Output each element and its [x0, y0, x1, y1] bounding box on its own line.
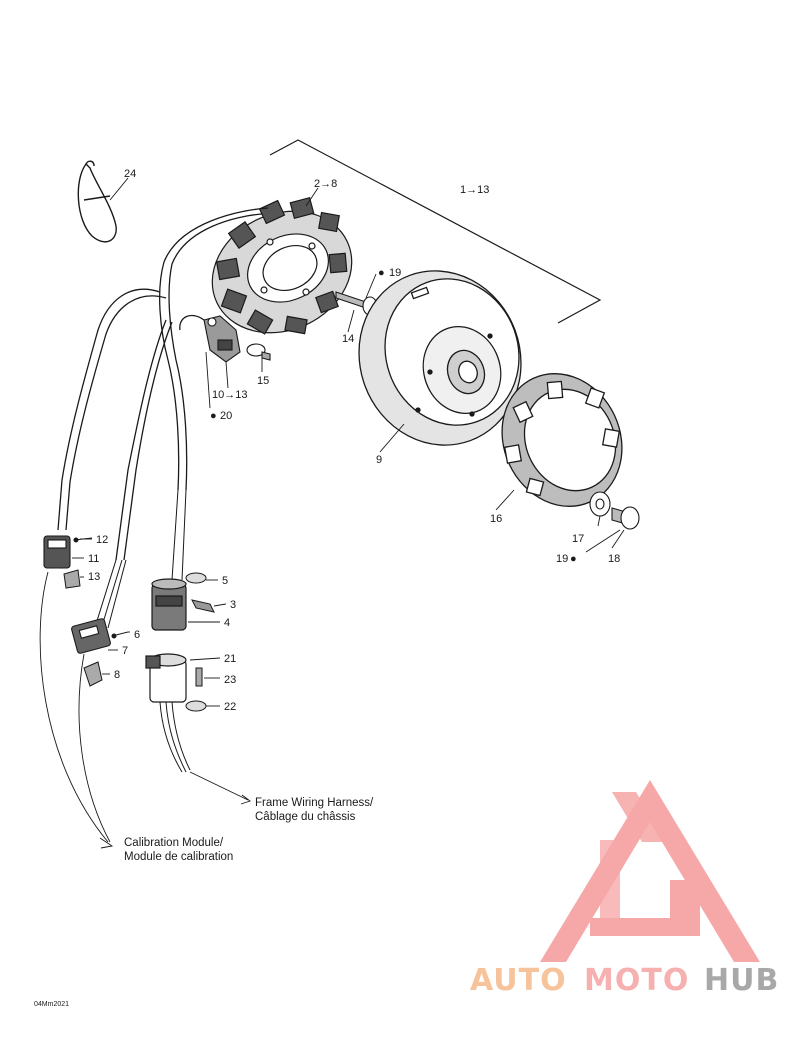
callout-3: 3: [230, 599, 236, 611]
callout-21: 21: [224, 653, 236, 665]
figure-code: 04Mm2021: [34, 1001, 69, 1008]
wire-tie: [77, 160, 117, 243]
wire-bundle-centre: [171, 489, 187, 581]
trigger-coil: [203, 315, 241, 363]
destination-notes: Frame Wiring Harness/ Câblage du châssis…: [124, 797, 374, 863]
callout-19b: 19: [556, 553, 568, 565]
connector-housing-21: [145, 653, 187, 703]
washer-17: [589, 491, 611, 517]
callout-16: 16: [490, 513, 502, 525]
logo-word-auto: AUTO: [470, 963, 567, 998]
callout-7: 7: [122, 645, 128, 657]
calibration-module-label-fr: Module de calibration: [124, 851, 233, 863]
callout-18: 18: [608, 553, 620, 565]
callout-20: 20: [220, 410, 232, 422]
callout-1-13: 1→13: [460, 184, 489, 196]
frame-harness-label-en: Frame Wiring Harness/: [255, 797, 374, 809]
clip-13: [63, 569, 81, 589]
leader-lines: [39, 177, 625, 849]
callout-10-13: 10→13: [212, 389, 247, 401]
frame-harness-wires: [159, 701, 191, 773]
callout-17: 17: [572, 533, 584, 545]
watermark-logo: AUTO MOTO HUB: [470, 780, 779, 998]
callout-4: 4: [224, 617, 230, 629]
callout-11: 11: [88, 553, 99, 565]
seal-5: [185, 572, 207, 584]
connector-7: [71, 618, 111, 654]
pin-6: [111, 631, 129, 639]
callout-labels: 24 2→8 1→13 ● 19 14 15 10→13 ● 20 9 16 1…: [88, 168, 620, 713]
wire-bundle-lower: [95, 559, 127, 629]
callout-24: 24: [124, 168, 136, 180]
clip-8: [83, 661, 103, 687]
callout-23: 23: [224, 674, 236, 686]
assembly-bracket-1-13: [269, 139, 602, 324]
drop-icon-20: ●: [210, 410, 217, 422]
connector-11: [43, 535, 71, 569]
callout-22: 22: [224, 701, 236, 713]
terminal-23: [195, 667, 203, 687]
stator-harness: [57, 207, 269, 561]
callout-12: 12: [96, 534, 108, 546]
screw-15: [246, 343, 271, 361]
logo-triangle-icon: [540, 780, 760, 962]
logo-word-moto: MOTO: [584, 963, 689, 998]
callout-8: 8: [114, 669, 120, 681]
connector-housing-4: [151, 578, 187, 631]
drop-icon-19b: ●: [570, 553, 577, 565]
callout-13: 13: [88, 571, 100, 583]
terminal-3: [191, 599, 215, 613]
callout-19a: 19: [389, 267, 401, 279]
callout-14: 14: [342, 333, 354, 345]
callout-5: 5: [222, 575, 228, 587]
seal-22: [185, 700, 207, 712]
logo-word-hub: HUB: [704, 963, 779, 998]
bolt-18: [611, 506, 640, 530]
drop-icon-19a: ●: [378, 267, 385, 279]
frame-harness-label-fr: Câblage du châssis: [255, 811, 356, 823]
calibration-module-label-en: Calibration Module/: [124, 837, 224, 849]
callout-2-8: 2→8: [314, 178, 337, 190]
starter-ring: [501, 373, 623, 507]
callout-6: 6: [134, 629, 140, 641]
flywheel: [358, 270, 522, 446]
callout-9: 9: [376, 454, 382, 466]
callout-15: 15: [257, 375, 269, 387]
